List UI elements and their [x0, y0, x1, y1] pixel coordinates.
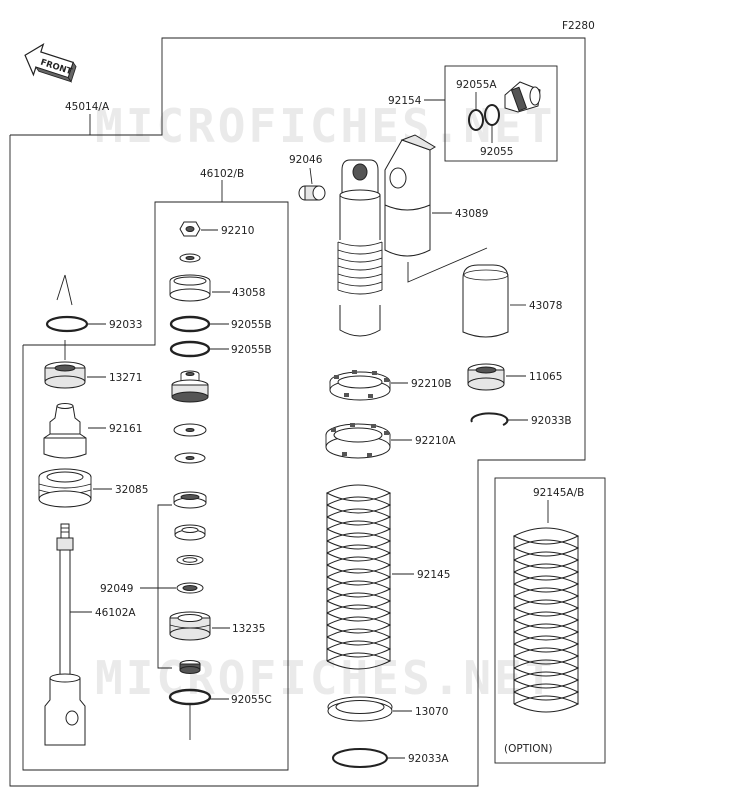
option-label: (OPTION) [504, 743, 552, 755]
part-piston-assembly [171, 370, 209, 403]
part-92210-nut: 92210 [179, 221, 254, 237]
label-92033A: 92033A [408, 753, 449, 765]
part-92161-bump-rubber: 92161 [43, 403, 142, 459]
part-stack-washer-2 [174, 524, 206, 541]
diagram-code: F2280 [562, 20, 595, 32]
part-92033-circlip: 92033 [45, 274, 142, 333]
label-11065: 11065 [529, 371, 562, 383]
watermark-bottom: MICROFICHES.NET [95, 651, 555, 705]
label-92145: 92145 [417, 569, 450, 581]
label-32085: 32085 [115, 484, 148, 496]
part-13271-cap: 13271 [44, 340, 142, 389]
part-13235-guide: 13235 [169, 611, 265, 641]
label-45014A: 45014/A [65, 101, 110, 113]
label-43058: 43058 [232, 287, 265, 299]
label-92210A: 92210A [415, 435, 456, 447]
part-46102A-shaft: 46102A [44, 523, 136, 746]
watermark-top: MICROFICHES.NET [95, 99, 555, 153]
part-92055B-oring-2 [169, 340, 211, 358]
label-46102B: 46102/B [200, 168, 244, 180]
part-11065-seal: 11065 [467, 363, 562, 391]
label-92033B: 92033B [531, 415, 572, 427]
part-92145-spring [325, 484, 414, 670]
label-43089: 43089 [455, 208, 488, 220]
part-43089-reservoir: 43089 [384, 134, 488, 257]
part-stack-washer-3 [176, 555, 204, 565]
label-92055: 92055 [480, 146, 513, 158]
label-92046: 92046 [289, 154, 323, 166]
label-92049: 92049 [100, 583, 133, 595]
part-43078-bladder: 43078 [407, 247, 562, 338]
part-92033B-circlip: 92033B [470, 412, 572, 427]
label-43078: 43078 [529, 300, 562, 312]
label-13271: 13271 [109, 372, 142, 384]
option-frame [494, 477, 606, 764]
part-13070-seat: 13070 [327, 696, 448, 722]
kit-frame-92154 [444, 65, 558, 162]
front-arrow-icon: FRONT [24, 42, 77, 83]
part-92055C-oring: 92055C [168, 688, 272, 740]
part-92049-washer: 92049 [100, 582, 204, 595]
assembly-frame-45014A [9, 37, 586, 787]
part-small-bushing [179, 660, 201, 674]
label-92210: 92210 [221, 225, 254, 237]
part-92210A-locknut: 92210A [325, 423, 456, 459]
label-92145AB: 92145A/B [533, 487, 584, 499]
label-92154: 92154 [388, 95, 422, 107]
label-13235: 13235 [232, 623, 265, 635]
assembly-frame-46102B [22, 201, 289, 771]
label-46102A: 46102A [95, 607, 136, 619]
label-92055B-2: 92055B [231, 344, 272, 356]
part-92154-valve [504, 81, 541, 113]
label-92055C: 92055C [231, 694, 272, 706]
part-43058-collar: 43058 [169, 274, 265, 302]
label-92210B: 92210B [411, 378, 452, 390]
label-13070: 13070 [415, 706, 448, 718]
part-stack-washer-1 [173, 491, 207, 509]
part-32085-cover: 32085 [38, 468, 148, 508]
part-shock-body [337, 159, 383, 337]
label-92161: 92161 [109, 423, 142, 435]
part-92145AB-spring [512, 527, 580, 713]
part-92055B-oring-1 [169, 315, 211, 333]
part-92033A-circlip: 92033A [332, 748, 449, 768]
label-92033: 92033 [109, 319, 142, 331]
stack-bracket [157, 504, 172, 669]
label-92055A: 92055A [456, 79, 497, 91]
part-92210B-locknut: 92210B [329, 370, 452, 401]
label-92055B-1: 92055B [231, 319, 272, 331]
part-92046-bushing: 92046 [289, 154, 326, 201]
